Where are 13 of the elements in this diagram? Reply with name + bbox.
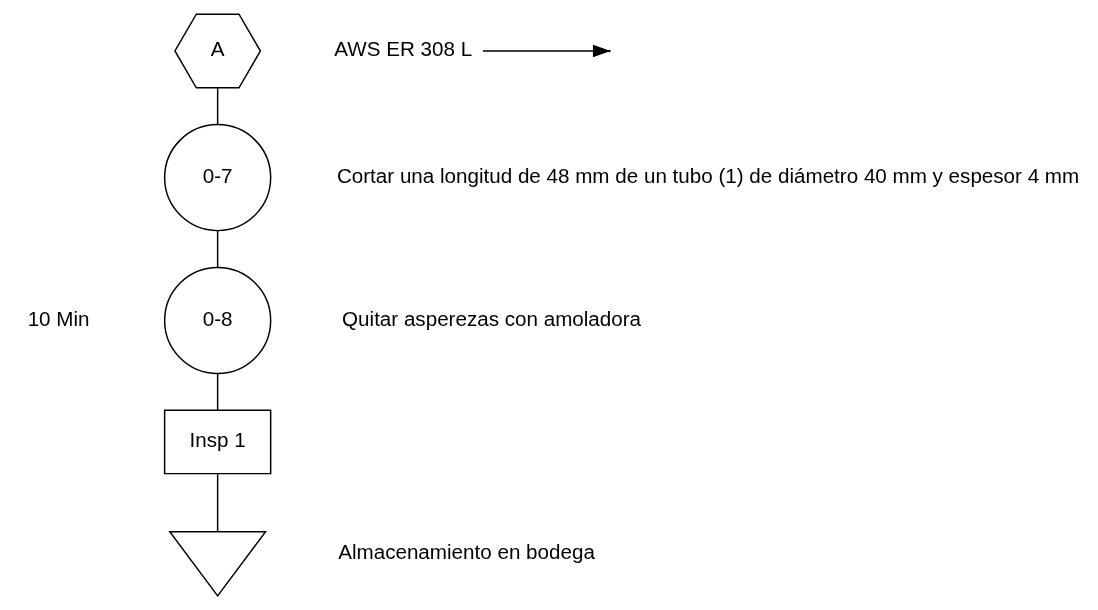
node-label: Cortar una longitud de 48 mm de un tubo (1) de diámetro 40 mm y espesor 4 mm (336, 164, 1080, 188)
connector (216, 372, 219, 411)
node-box: Insp 1 (163, 409, 272, 475)
connector (216, 87, 219, 126)
node-triangle (168, 531, 267, 598)
node-text: AWS ER 308 L (334, 37, 473, 61)
node-label: 10 Min (27, 306, 90, 330)
connector (216, 230, 219, 268)
connector (216, 473, 219, 532)
node-circle: 0-7 (163, 123, 272, 232)
node-label: Almacenamiento en bodega (338, 539, 595, 563)
node-label: Quitar asperezas con amoladora (342, 306, 642, 330)
node-circle: 0-8 (163, 266, 272, 375)
